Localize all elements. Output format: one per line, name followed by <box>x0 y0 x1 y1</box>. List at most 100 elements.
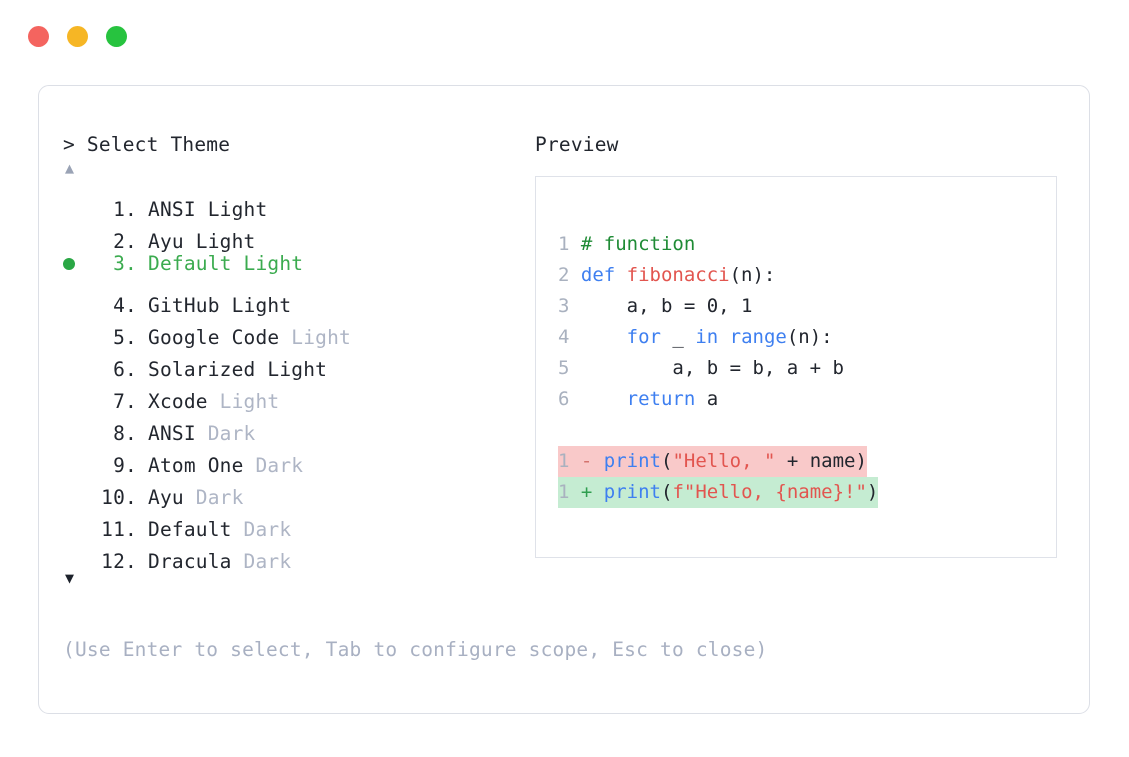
diff-added-line: 1 + print(f"Hello, {name}!") <box>558 477 879 508</box>
code-token <box>581 388 627 410</box>
theme-item-label: Ayu Light <box>148 230 256 253</box>
theme-list-item[interactable]: 1.ANSI Light <box>63 184 533 221</box>
selection-bullet-cell <box>63 248 89 280</box>
code-token: _ <box>660 326 696 348</box>
theme-item-index: 1. <box>113 198 137 221</box>
code-token: + name) <box>775 450 867 472</box>
code-token: # function <box>580 233 696 255</box>
theme-item-index: 4. <box>113 294 137 317</box>
scroll-up-indicator-icon[interactable]: ▲ <box>65 159 75 177</box>
theme-list-item[interactable]: 11.Default Dark <box>63 504 533 541</box>
code-token: (n): <box>786 326 833 348</box>
code-blank-line <box>558 415 878 446</box>
theme-list-item[interactable]: 6. Solarized Light <box>63 344 533 381</box>
code-token: print <box>603 481 661 503</box>
code-line: 2 def fibonacci(n): <box>558 260 878 291</box>
code-token: ( <box>660 450 673 472</box>
theme-item-label-suffix: Dark <box>207 422 256 445</box>
theme-item-label-suffix: Dark <box>255 454 304 477</box>
theme-list-item[interactable]: 10. Ayu Dark <box>63 472 533 509</box>
theme-item-index: 9. <box>113 454 137 477</box>
code-token: fibonacci <box>626 264 730 286</box>
diff-marker: - <box>580 450 604 472</box>
scroll-down-indicator-icon[interactable]: ▼ <box>65 569 75 587</box>
theme-item-index: 3. <box>113 252 137 275</box>
selection-bullet-cell <box>63 376 89 408</box>
theme-list[interactable]: 1.ANSI Light 2. Ayu Light 3. Default Light 4.… <box>63 184 533 573</box>
minimize-window-button[interactable] <box>67 26 88 47</box>
theme-item-index: 2. <box>113 230 137 253</box>
theme-list-item[interactable]: 12. Dracula Dark <box>63 536 533 573</box>
theme-item-index: 11. <box>101 518 137 541</box>
theme-item-index: 8. <box>113 422 137 445</box>
code-token: print <box>603 450 661 472</box>
theme-list-item[interactable]: 9. Atom One Dark <box>63 440 533 477</box>
theme-item-label: Atom One Dark <box>148 454 304 477</box>
code-token: for <box>626 326 661 348</box>
selection-bullet-cell <box>63 440 89 472</box>
selected-bullet-icon <box>63 258 75 270</box>
selection-bullet-cell <box>63 216 89 248</box>
code-token: (n): <box>729 264 776 286</box>
code-line: 3 a, b = 0, 1 <box>558 291 878 322</box>
prompt-heading: > Select Theme <box>63 133 231 156</box>
code-line: 6 return a <box>558 384 878 415</box>
theme-item-index: 10. <box>101 486 137 509</box>
theme-item-label: Xcode Light <box>148 390 280 413</box>
diff-line-number: 1 <box>558 450 581 472</box>
theme-item-index: 12. <box>101 550 137 573</box>
theme-item-label-suffix: Dark <box>243 550 292 573</box>
code-line-number: 2 <box>558 264 581 286</box>
code-token: range <box>729 326 787 348</box>
theme-item-label: Dracula Dark <box>148 550 292 573</box>
code-token: a, b = b, a + b <box>580 357 844 379</box>
theme-item-label-suffix: Dark <box>195 486 244 509</box>
window-controls <box>28 26 127 47</box>
theme-list-item[interactable]: 3. Default Light <box>63 248 533 280</box>
theme-item-index: 6. <box>113 358 137 381</box>
code-token: a <box>695 388 719 410</box>
code-line: 1 # function <box>558 229 878 260</box>
theme-list-item[interactable]: 4.GitHub Light <box>63 280 533 317</box>
code-line: 4 for _ in range(n): <box>558 322 878 353</box>
code-token: def <box>580 264 627 286</box>
maximize-window-button[interactable] <box>106 26 127 47</box>
code-token: a, b = 0, 1 <box>580 295 753 317</box>
code-token <box>581 326 627 348</box>
theme-item-label: Solarized Light <box>148 358 328 381</box>
theme-picker-card: > Select Theme ▲ 1.ANSI Light 2. Ayu Light… <box>38 85 1090 714</box>
diff-line-row: 1 + print(f"Hello, {name}!") <box>558 477 879 508</box>
close-window-button[interactable] <box>28 26 49 47</box>
diff-marker: + <box>580 481 604 503</box>
code-token: return <box>626 388 696 410</box>
selection-bullet-cell <box>63 344 89 376</box>
theme-list-item[interactable]: 5. Google Code Light <box>63 312 533 349</box>
theme-item-label: ANSI Dark <box>148 422 256 445</box>
code-line: 5 a, b = b, a + b <box>558 353 878 384</box>
code-token: in <box>695 326 730 348</box>
selection-bullet-cell <box>63 472 89 504</box>
selection-bullet-cell <box>63 536 89 568</box>
selection-bullet-cell <box>63 408 89 440</box>
selection-bullet-cell <box>63 504 89 536</box>
theme-item-label: Default Light <box>148 252 304 275</box>
theme-item-label-suffix: Light <box>219 390 280 413</box>
theme-item-label: Google Code Light <box>148 326 351 349</box>
theme-selector-pane: > Select Theme ▲ 1.ANSI Light 2. Ayu Light… <box>63 132 533 590</box>
theme-item-label: Ayu Dark <box>148 486 244 509</box>
selection-bullet-cell <box>63 280 89 312</box>
theme-list-item[interactable]: 2. Ayu Light <box>63 216 533 253</box>
theme-list-item[interactable]: 7.Xcode Light <box>63 376 533 413</box>
code-token: ) <box>866 481 879 503</box>
theme-list-item[interactable]: 8. ANSI Dark <box>63 408 533 445</box>
code-token: ( <box>660 481 673 503</box>
theme-item-index: 5. <box>113 326 137 349</box>
code-line-number: 6 <box>558 388 581 410</box>
code-token: "Hello, " <box>672 450 776 472</box>
code-line-number: 4 <box>558 326 581 348</box>
theme-item-label-suffix: Dark <box>243 518 292 541</box>
selection-bullet-cell <box>63 184 89 216</box>
